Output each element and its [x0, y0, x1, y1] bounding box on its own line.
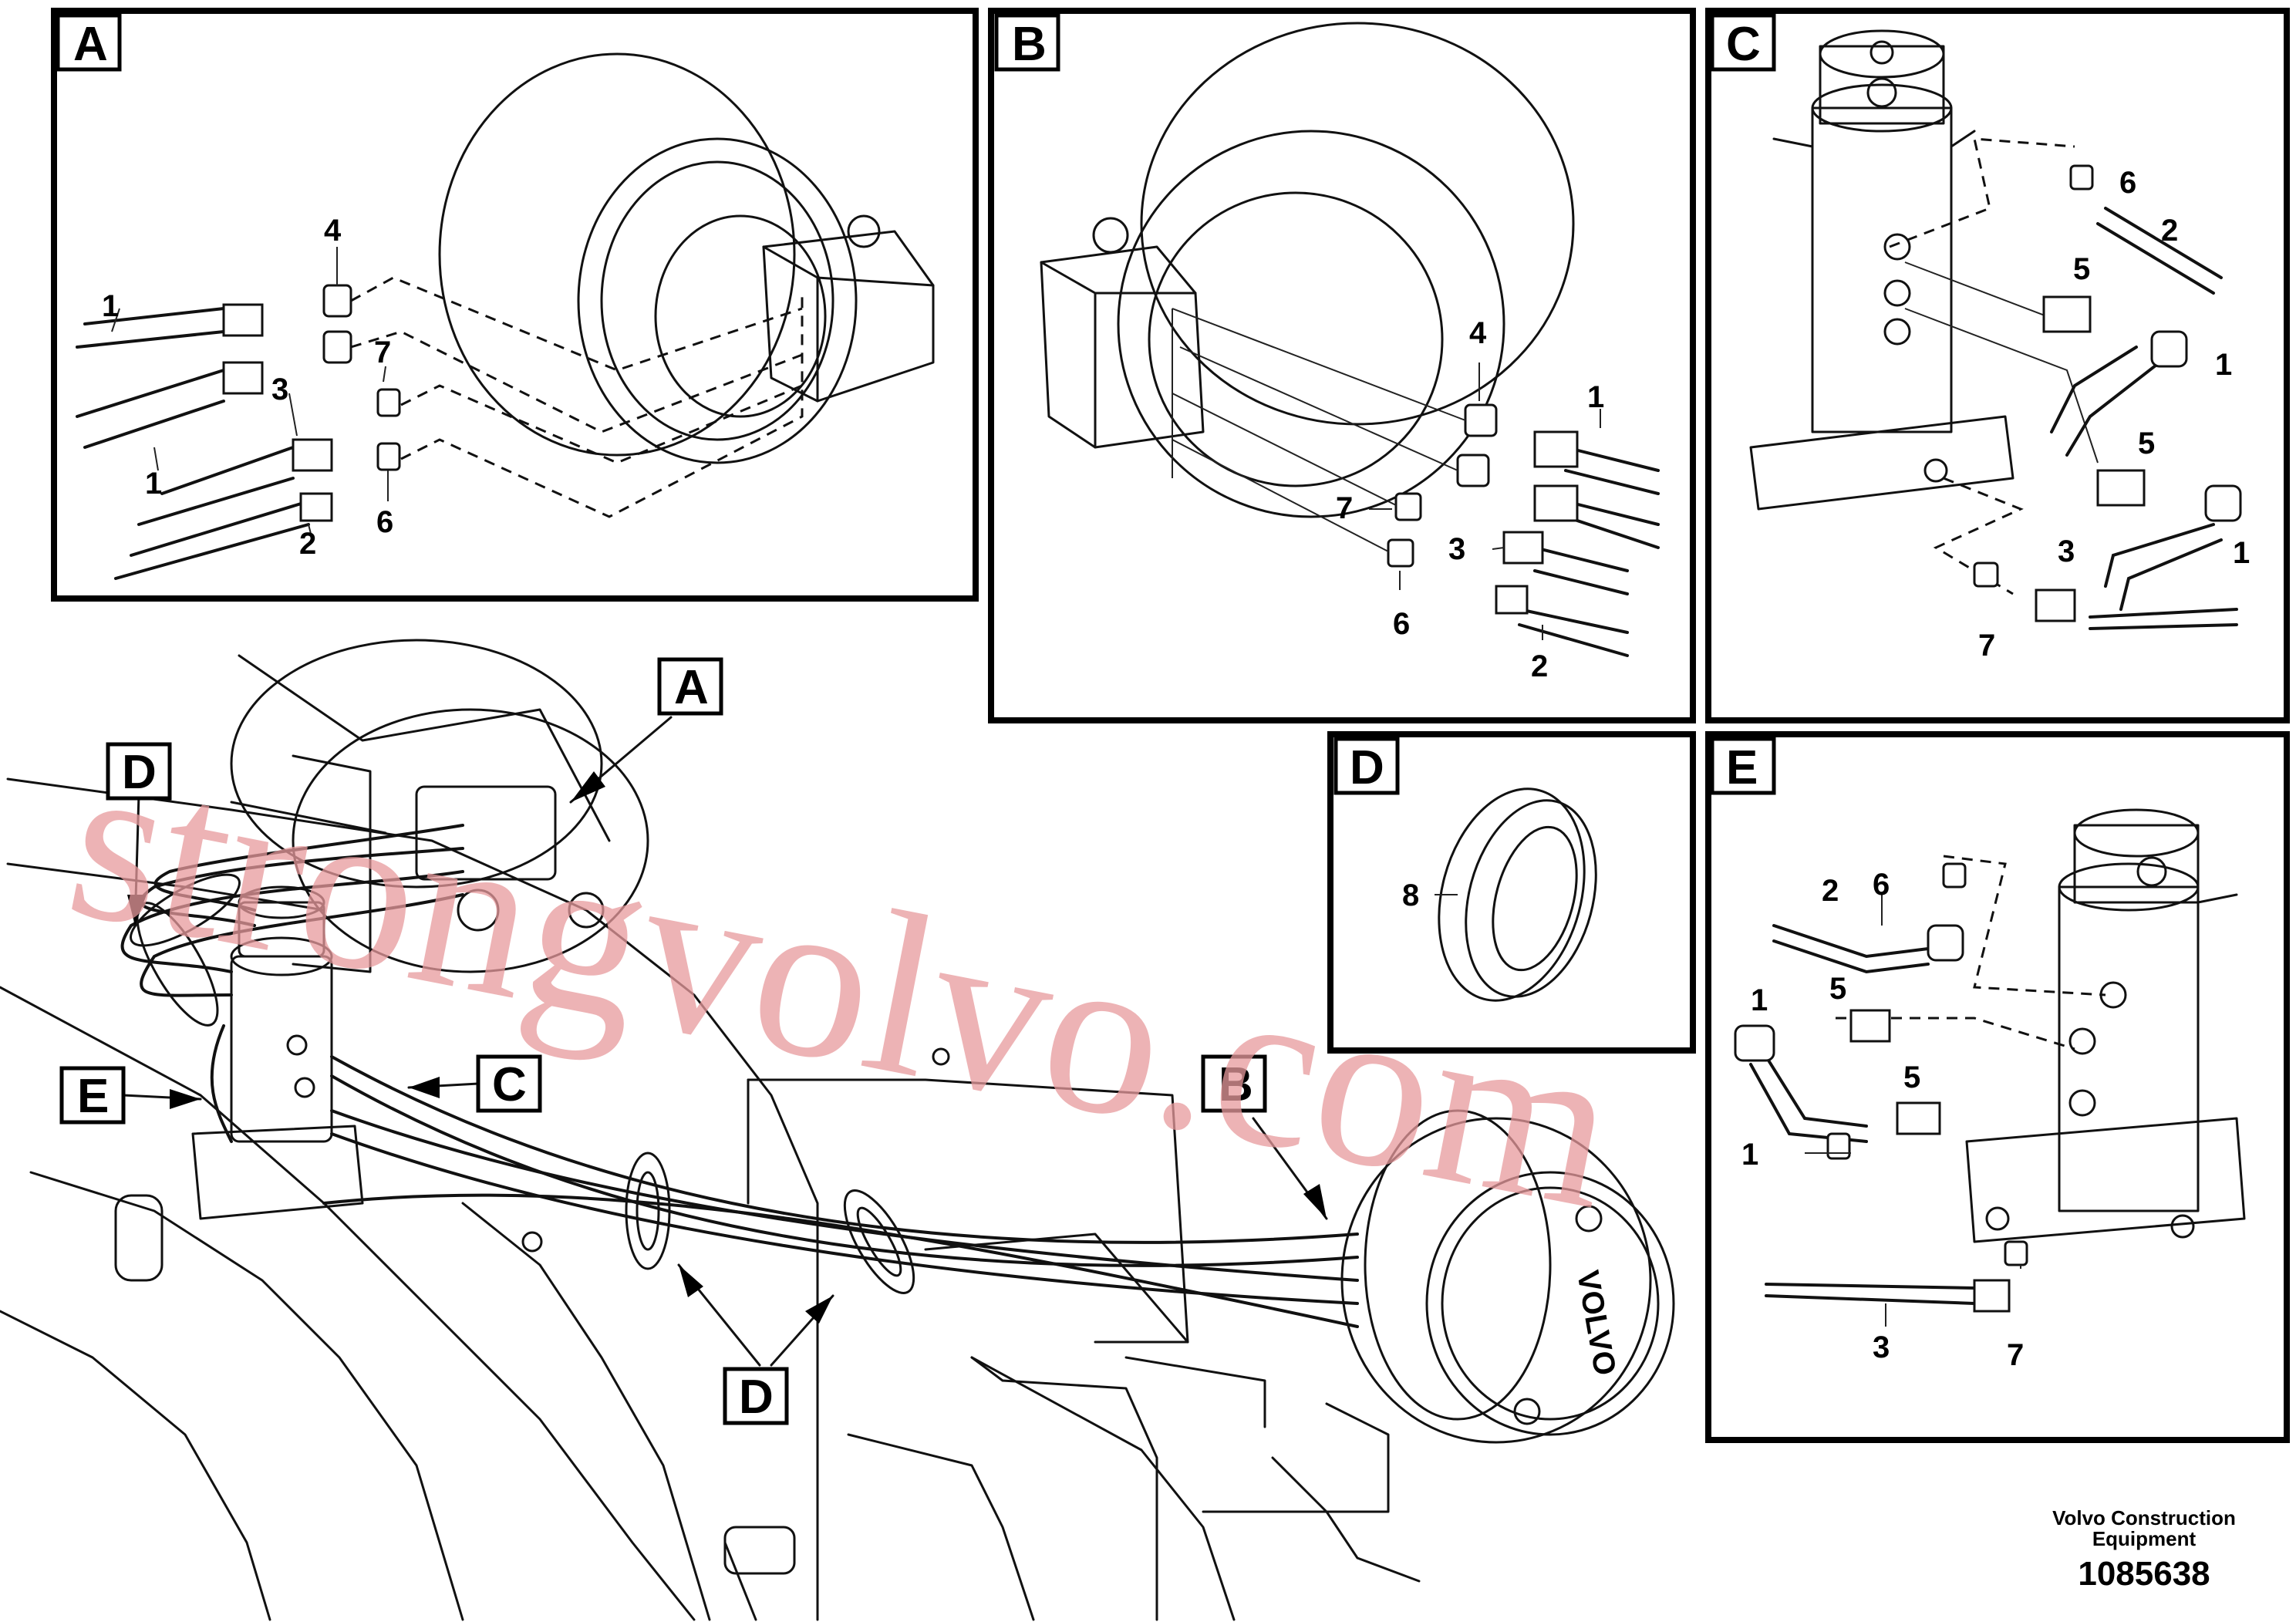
callout-a-4: 4 — [324, 214, 342, 248]
panel-c: C 6 2 5 1 5 1 3 7 — [1705, 8, 2290, 723]
tag-panel-e: E — [1726, 741, 1758, 794]
main-scene: VOLVO — [0, 639, 1675, 1621]
svg-text:VOLVO: VOLVO — [1570, 1268, 1622, 1378]
callout-c-7: 7 — [1978, 629, 1995, 663]
callout-b-7: 7 — [1336, 491, 1353, 525]
callout-e-1b: 1 — [1741, 1138, 1758, 1172]
callout-e-5b: 5 — [1903, 1061, 1920, 1094]
callout-c-6: 6 — [2119, 166, 2136, 200]
tag-main-e: E — [77, 1070, 109, 1123]
footer-company-line2: Equipment — [2092, 1527, 2197, 1550]
callout-b-1: 1 — [1587, 380, 1604, 414]
callout-e-2: 2 — [1822, 874, 1839, 908]
callout-c-5a: 5 — [2073, 252, 2090, 286]
tag-main-b: B — [1219, 1058, 1253, 1111]
tag-panel-b: B — [1012, 18, 1047, 71]
callout-b-2: 2 — [1531, 649, 1548, 683]
tag-panel-a: A — [73, 18, 108, 71]
callout-b-4: 4 — [1469, 316, 1487, 350]
callout-c-1b: 1 — [2233, 536, 2250, 570]
callout-a-3: 3 — [271, 373, 288, 406]
tag-main-c: C — [492, 1058, 527, 1111]
footer-drawing-number: 1085638 — [2078, 1555, 2210, 1593]
callout-c-2: 2 — [2161, 214, 2178, 248]
tag-panel-c: C — [1726, 18, 1761, 71]
main-tags: A D E C B D — [59, 657, 1267, 1425]
callout-b-6: 6 — [1393, 607, 1410, 641]
callout-a-1a: 1 — [102, 289, 119, 323]
callout-d-8: 8 — [1402, 878, 1419, 912]
main-leaders — [122, 716, 1328, 1367]
tag-main-a: A — [674, 661, 709, 714]
callout-c-1a: 1 — [2215, 348, 2232, 382]
panel-b: B 1 4 7 3 6 2 — [988, 8, 1696, 723]
callout-a-7: 7 — [374, 336, 391, 369]
tag-main-d1: D — [122, 746, 157, 799]
callout-a-6: 6 — [376, 505, 393, 539]
callout-e-6: 6 — [1873, 868, 1890, 902]
panel-d: D 8 — [1327, 731, 1696, 1054]
panel-e: E 6 2 1 5 5 1 7 3 — [1705, 731, 2290, 1443]
callout-e-7: 7 — [2007, 1338, 2024, 1372]
callout-a-2: 2 — [299, 527, 316, 561]
callout-e-3: 3 — [1873, 1330, 1890, 1364]
callout-c-5b: 5 — [2138, 427, 2155, 460]
tag-panel-d: D — [1350, 741, 1384, 794]
callout-a-1b: 1 — [145, 467, 162, 501]
callout-e-1a: 1 — [1751, 983, 1768, 1017]
tag-main-d2: D — [739, 1371, 774, 1424]
footer-company-line1: Volvo Construction — [2052, 1506, 2236, 1529]
callout-c-3: 3 — [2058, 534, 2075, 568]
callout-e-5a: 5 — [1829, 972, 1846, 1006]
callout-b-3: 3 — [1448, 532, 1465, 566]
panel-a: A 1 1 3 2 4 7 6 — [51, 8, 979, 602]
